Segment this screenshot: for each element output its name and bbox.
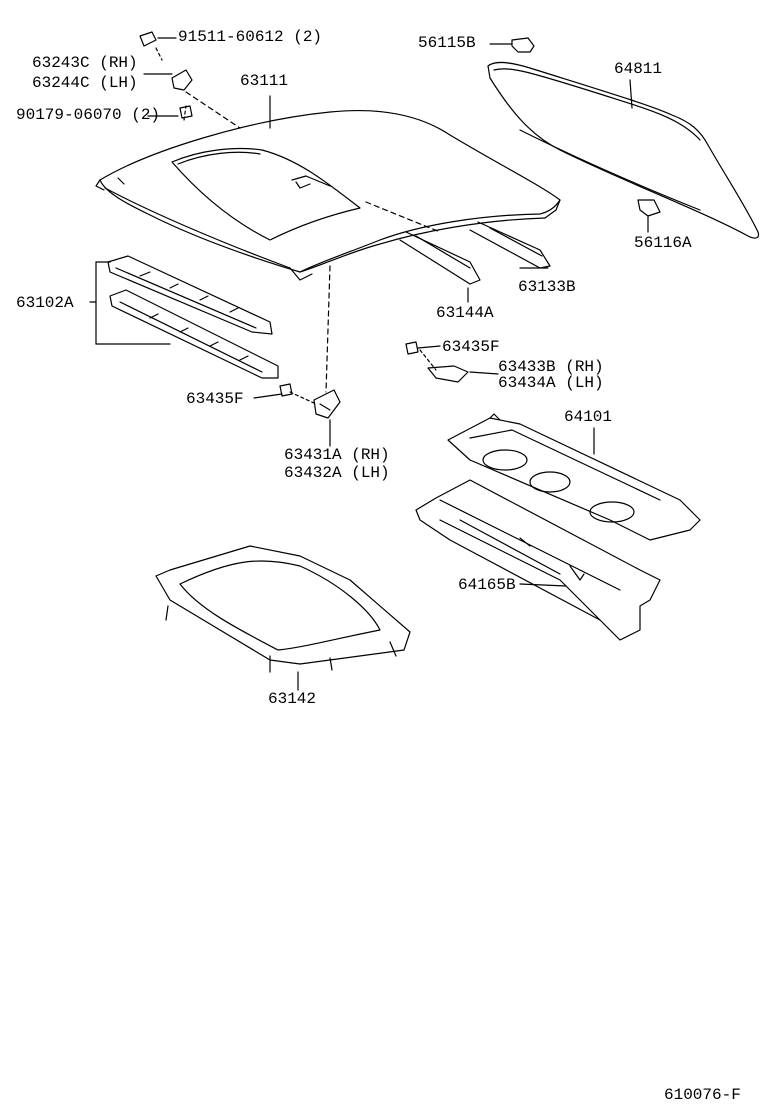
callout-63433: 63433B (RH)	[498, 358, 604, 376]
callout-64811: 64811	[614, 60, 663, 78]
callout-63432: 63432A (LH)	[284, 464, 390, 482]
back-window-glass-part	[487, 37, 760, 239]
callout-63435-lower: 63435F	[186, 390, 244, 408]
sunroof-housing-part	[155, 545, 411, 673]
callout-63431: 63431A (RH)	[284, 446, 390, 464]
callout-63435-upper: 63435F	[442, 338, 500, 356]
callout-56115: 56115B	[418, 34, 476, 52]
callout-56116: 56116A	[634, 234, 692, 252]
callout-64101: 64101	[564, 408, 613, 426]
callout-63102: 63102A	[16, 294, 74, 312]
callout-63111: 63111	[240, 72, 289, 90]
clip-part	[405, 341, 419, 355]
callout-63144: 63144A	[436, 304, 494, 322]
package-tray-part	[415, 413, 701, 641]
roof-panel-part	[95, 109, 561, 285]
gusset-rear-part	[427, 365, 469, 383]
diagram-code: 610076-F	[664, 1086, 741, 1104]
callout-64165: 64165B	[458, 576, 516, 594]
callout-90179: 90179-06070 (2)	[16, 106, 161, 124]
bracket-part	[139, 31, 193, 119]
callout-63434: 63434A (LH)	[498, 374, 604, 392]
callout-63142: 63142	[268, 690, 317, 708]
clip-left-part	[279, 383, 293, 397]
gusset-part	[313, 389, 341, 419]
callout-63244: 63244C (LH)	[32, 74, 138, 92]
callout-91511: 91511-60612 (2)	[178, 28, 323, 46]
callout-63243: 63243C (RH)	[32, 54, 138, 72]
leader-lines	[89, 37, 649, 691]
roof-header-panel-part	[107, 255, 279, 379]
callout-63133: 63133B	[518, 278, 576, 296]
